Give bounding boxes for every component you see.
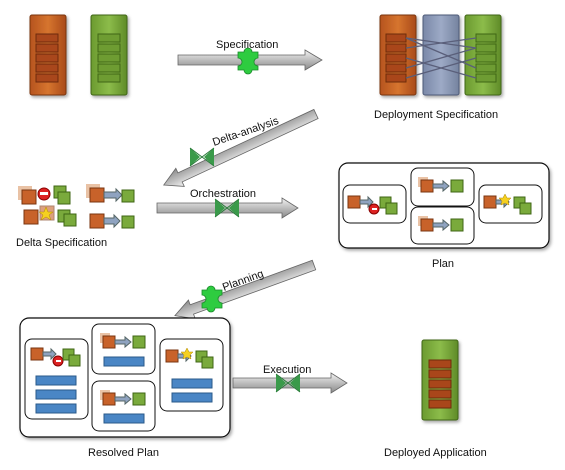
- execution-label: Execution: [263, 364, 311, 376]
- specification-arrow: Specification: [177, 39, 323, 75]
- puzzle-icon: [201, 285, 223, 313]
- source-orange-container: [29, 14, 67, 96]
- deployed-application-figure: Deployed Application: [384, 339, 487, 459]
- cross-icon: [189, 147, 215, 167]
- resolved-plan-label: Resolved Plan: [88, 447, 159, 459]
- resolved-plan-figure: Resolved Plan: [19, 317, 231, 459]
- delta-analysis-arrow: Delta-analysis: [162, 108, 319, 187]
- cross-icon: [275, 373, 301, 393]
- cross-icon: [214, 198, 240, 218]
- orchestration-label: Orchestration: [190, 188, 256, 200]
- deployment-spec-figure: Deployment Specification: [374, 14, 502, 121]
- specification-label: Specification: [216, 39, 278, 51]
- orchestration-arrow: Orchestration: [156, 188, 299, 219]
- planning-arrow: Planning: [174, 259, 317, 320]
- plan-label: Plan: [432, 258, 454, 270]
- delta-spec-figure: Delta Specification: [16, 184, 135, 249]
- execution-arrow: Execution: [232, 364, 348, 394]
- plan-figure: Plan: [338, 162, 550, 270]
- deployed-app-label: Deployed Application: [384, 447, 487, 459]
- deployment-spec-label: Deployment Specification: [374, 109, 498, 121]
- puzzle-icon: [237, 47, 259, 75]
- mapping-lines: [405, 37, 477, 79]
- delta-spec-label: Delta Specification: [16, 237, 107, 249]
- source-green-container: [90, 14, 128, 96]
